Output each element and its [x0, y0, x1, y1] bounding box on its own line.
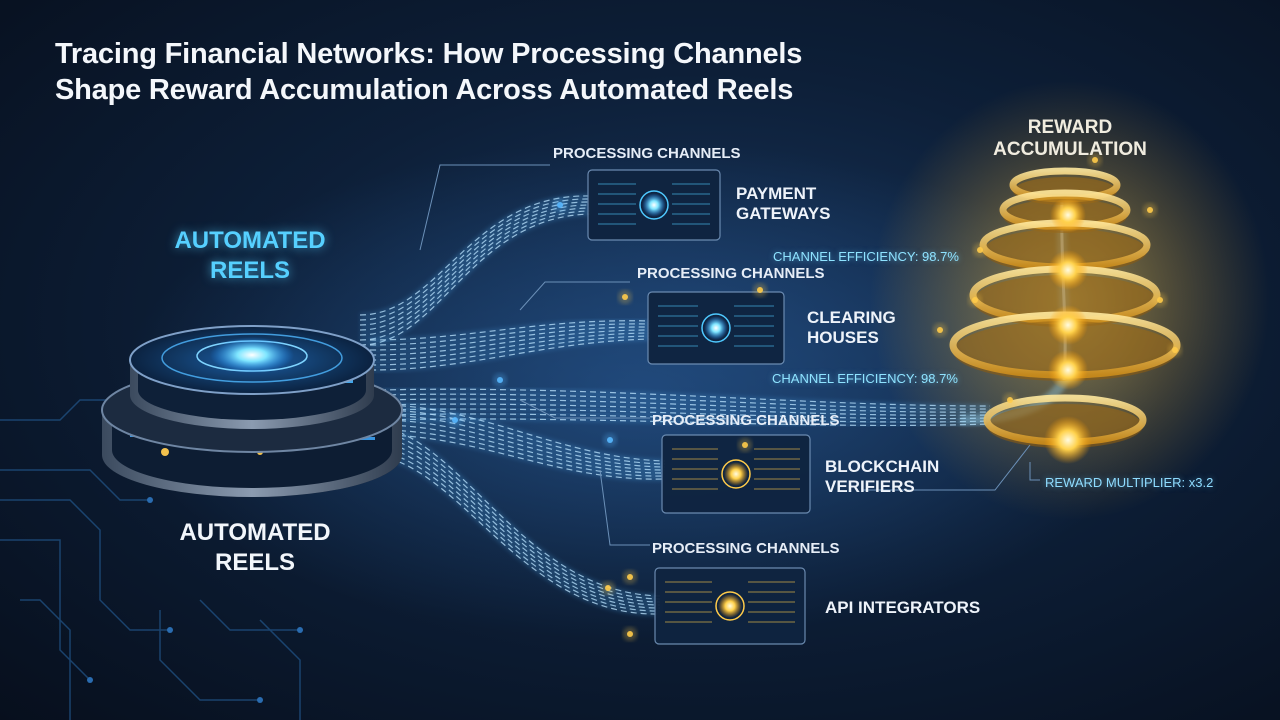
title-line-1: Tracing Financial Networks: How Processi…	[55, 38, 803, 70]
blockchain-verifiers-label: BLOCKCHAIN VERIFIERS	[825, 457, 939, 497]
sparkle-glow-13	[1003, 393, 1017, 407]
processing-channels-tag-2: PROCESSING CHANNELS	[637, 265, 825, 282]
fiber-bundle-3	[379, 387, 991, 428]
channel-panels	[587, 169, 811, 645]
reels-top-line-1: AUTOMATED	[174, 227, 326, 254]
reward-title-line-2: ACCUMULATION	[993, 139, 1147, 160]
reward-accumulation-tower	[949, 167, 1181, 464]
channel-efficiency-upper: CHANNEL EFFICIENCY: 98.7%	[773, 249, 959, 264]
sparkle-glow-11	[1153, 293, 1167, 307]
blockchain-verifiers-line-1: BLOCKCHAIN	[825, 457, 940, 476]
reward-orb-4	[1048, 350, 1088, 390]
automated-reels-device	[101, 325, 403, 497]
sparkle-glow-8	[603, 433, 617, 447]
fiber-bundle-4	[379, 403, 666, 482]
channel-panel-1	[587, 169, 721, 241]
automated-reels-label-bottom: AUTOMATED REELS	[150, 518, 360, 578]
channel-panel-2	[647, 291, 785, 365]
reels-bottom-line-2: REELS	[214, 549, 295, 576]
sparkle-glow-4	[623, 570, 637, 584]
title-line-2: Shape Reward Accumulation Across Automat…	[55, 74, 794, 106]
reward-title-line-1: REWARD	[1027, 117, 1113, 138]
channel-panel-3	[661, 434, 811, 514]
sparkle-glow-1	[618, 290, 632, 304]
api-integrators-label: API INTEGRATORS	[825, 598, 980, 618]
reward-orb-2	[1048, 250, 1088, 290]
sparkle-glow-14	[1168, 343, 1182, 357]
api-integrators-line-1: API INTEGRATORS	[825, 598, 981, 617]
channel-panel-4	[654, 567, 806, 645]
sparkle-glow-2	[753, 283, 767, 297]
automated-reels-label-top: AUTOMATED REELS	[140, 226, 360, 286]
processing-channels-tag-4: PROCESSING CHANNELS	[652, 540, 840, 557]
fiber-bundles	[359, 193, 991, 617]
clearing-houses-label: CLEARING HOUSES	[807, 308, 896, 348]
reward-accumulation-title: REWARD ACCUMULATION	[975, 117, 1165, 161]
fiber-bundle-1	[359, 193, 591, 347]
reels-bottom-line-1: AUTOMATED	[179, 519, 331, 546]
sparkle-glow-9	[973, 243, 987, 257]
sparkle-glow-18	[493, 373, 507, 387]
reward-orb-1	[1050, 197, 1086, 233]
sparkle-glow-6	[601, 581, 615, 595]
reward-orb-3	[1048, 305, 1088, 345]
clearing-houses-line-2: HOUSES	[807, 328, 879, 347]
sparkle-glow-7	[553, 198, 567, 212]
circuit-traces	[0, 399, 301, 720]
payment-gateways-label: PAYMENT GATEWAYS	[736, 184, 830, 224]
clearing-houses-line-1: CLEARING	[807, 308, 896, 327]
sparkle-glow-12	[968, 293, 982, 307]
label-connectors	[419, 164, 1040, 546]
page-title: Tracing Financial Networks: How Processi…	[55, 36, 955, 108]
fiber-bundle-2	[369, 318, 651, 372]
reels-top-line-2: REELS	[209, 257, 290, 284]
processing-channels-tag-3: PROCESSING CHANNELS	[652, 412, 840, 429]
sparkles	[448, 153, 1182, 641]
sparkle-glow-3	[738, 438, 752, 452]
sparkle-glow-16	[933, 323, 947, 337]
payment-gateways-line-1: PAYMENT	[736, 184, 817, 203]
blockchain-verifiers-line-2: VERIFIERS	[825, 477, 915, 496]
processing-channels-tag-1: PROCESSING CHANNELS	[553, 145, 741, 162]
sparkle-glow-15	[1088, 153, 1102, 167]
reward-multiplier: REWARD MULTIPLIER: x3.2	[1045, 475, 1214, 490]
sparkle-glow-17	[448, 413, 462, 427]
sparkle-glow-5	[623, 627, 637, 641]
sparkle-glow-10	[1143, 203, 1157, 217]
reward-orb-5	[1044, 416, 1092, 464]
channel-efficiency-lower: CHANNEL EFFICIENCY: 98.7%	[772, 371, 958, 386]
payment-gateways-line-2: GATEWAYS	[736, 204, 831, 223]
